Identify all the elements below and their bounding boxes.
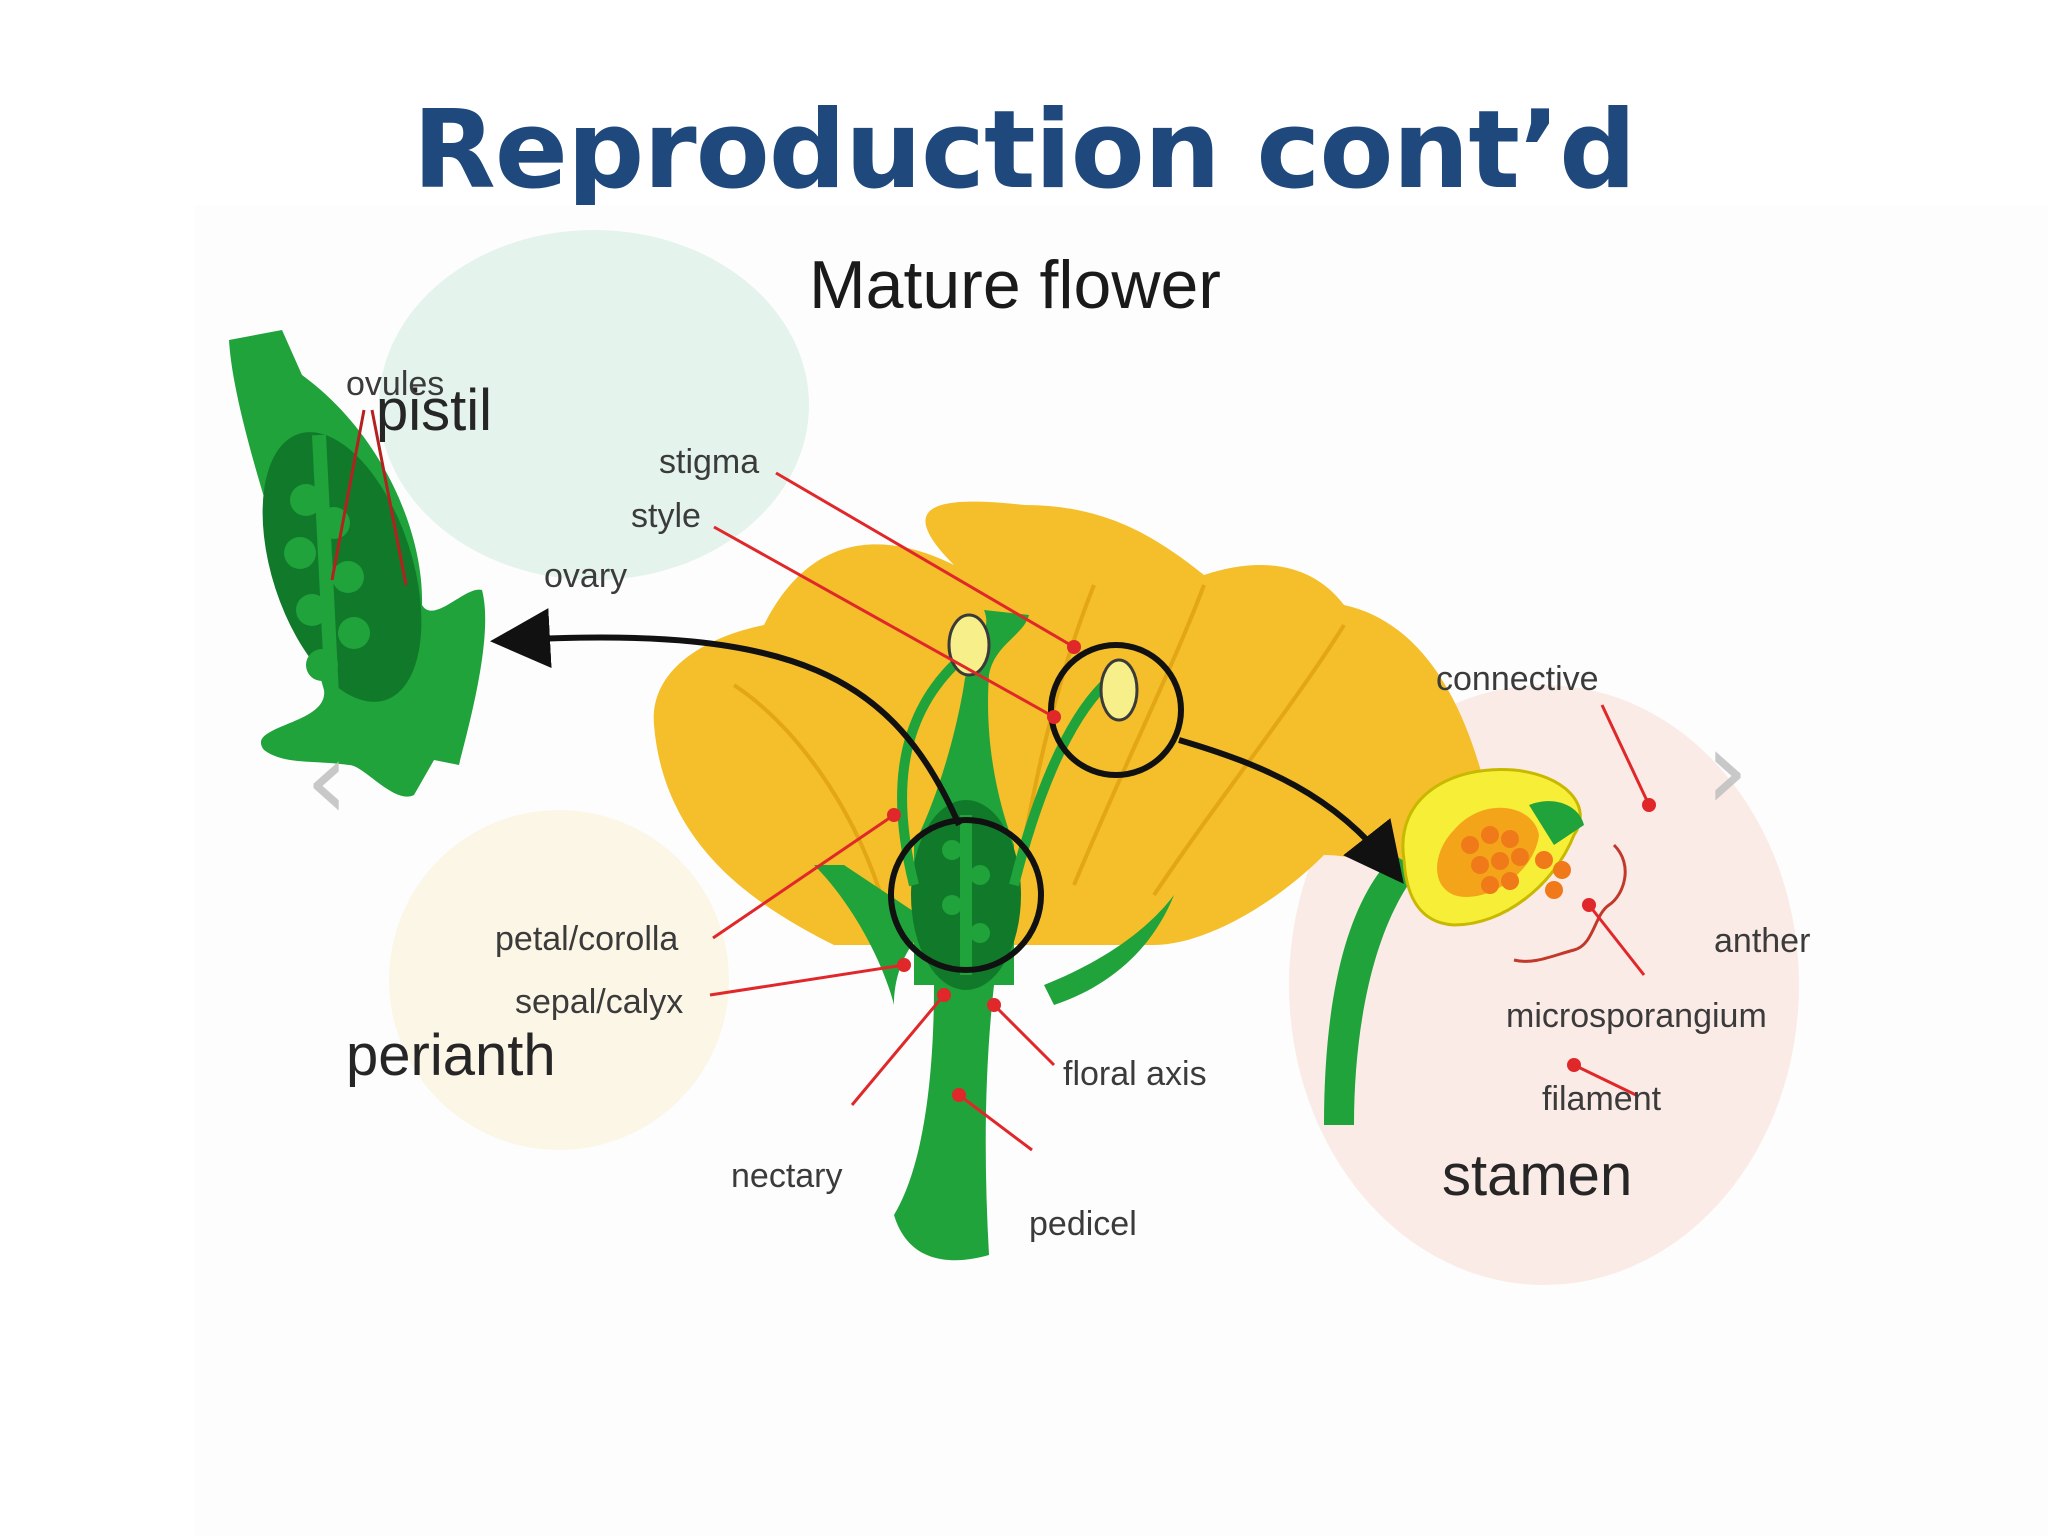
group-label-pistil: pistil [376, 378, 492, 443]
label-floral-axis: floral axis [1063, 1055, 1207, 1093]
carousel-prev-button[interactable]: ‹ [292, 716, 362, 844]
label-stigma: stigma [659, 443, 759, 481]
stamen-detail [1324, 767, 1627, 1125]
label-filament: filament [1542, 1080, 1662, 1118]
anther-callout-arrow [1178, 737, 1404, 884]
label-pedicel: pedicel [1029, 1205, 1137, 1243]
leader-lines [709, 471, 1651, 1152]
label-connective: connective [1436, 660, 1599, 698]
label-petal-corolla: petal/corolla [495, 920, 678, 958]
chevron-left-icon: ‹ [305, 716, 349, 844]
leader-dots [887, 640, 1656, 1102]
chevron-right-icon: › [1705, 706, 1749, 834]
pistil-cross-section [229, 330, 486, 797]
label-ovary: ovary [544, 557, 627, 595]
diagram-heading: Mature flower [809, 247, 1221, 323]
flower-diagram: Mature flower pistil perianth stamen ovu… [194, 205, 2048, 1536]
label-microsporangium: microsporangium [1506, 997, 1767, 1035]
label-style: style [631, 497, 701, 535]
flower-diagram-svg: Mature flower pistil perianth stamen ovu… [229, 230, 1810, 1285]
ovary-callout-arrow [490, 608, 962, 827]
label-nectary: nectary [731, 1157, 843, 1195]
perianth-bubble [389, 810, 729, 1150]
carousel-next-button[interactable]: › [1692, 706, 1762, 834]
group-label-stamen: stamen [1442, 1143, 1632, 1208]
label-ovules: ovules [346, 365, 444, 403]
label-anther: anther [1714, 922, 1810, 960]
pistil-bubble [379, 230, 809, 580]
label-sepal-calyx: sepal/calyx [515, 983, 683, 1021]
slide-title: Reproduction cont’d [412, 88, 1637, 213]
group-label-perianth: perianth [346, 1023, 556, 1088]
